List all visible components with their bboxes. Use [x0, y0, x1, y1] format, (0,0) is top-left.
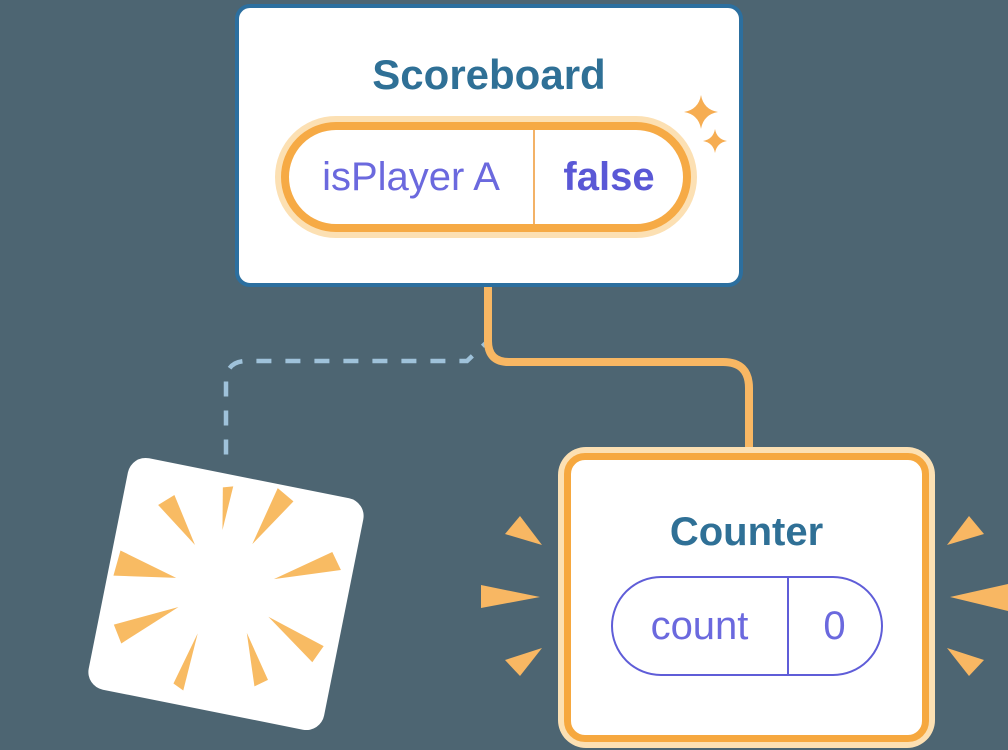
counter-title: Counter	[669, 510, 824, 554]
state-pill: isPlayer A false	[281, 122, 691, 232]
pill-divider	[786, 578, 789, 674]
scoreboard-title: Scoreboard	[372, 51, 606, 98]
state-pill-glow: isPlayer A false	[275, 116, 697, 238]
counter-card-glow: Counter count 0	[558, 447, 935, 748]
pill-divider	[533, 130, 535, 224]
destroyed-card	[85, 454, 367, 734]
count-pill: count 0	[610, 576, 883, 676]
count-value: 0	[823, 603, 846, 648]
connector-dashed	[223, 338, 491, 463]
scoreboard-card: Scoreboard isPlayer A false	[235, 4, 743, 287]
state-name: isPlayer A	[322, 154, 500, 199]
counter-card: Counter count 0	[564, 453, 929, 742]
connector-orange	[484, 285, 753, 452]
state-value: false	[563, 154, 655, 199]
count-name: count	[650, 603, 749, 648]
explosion-rays-icon	[113, 486, 341, 691]
